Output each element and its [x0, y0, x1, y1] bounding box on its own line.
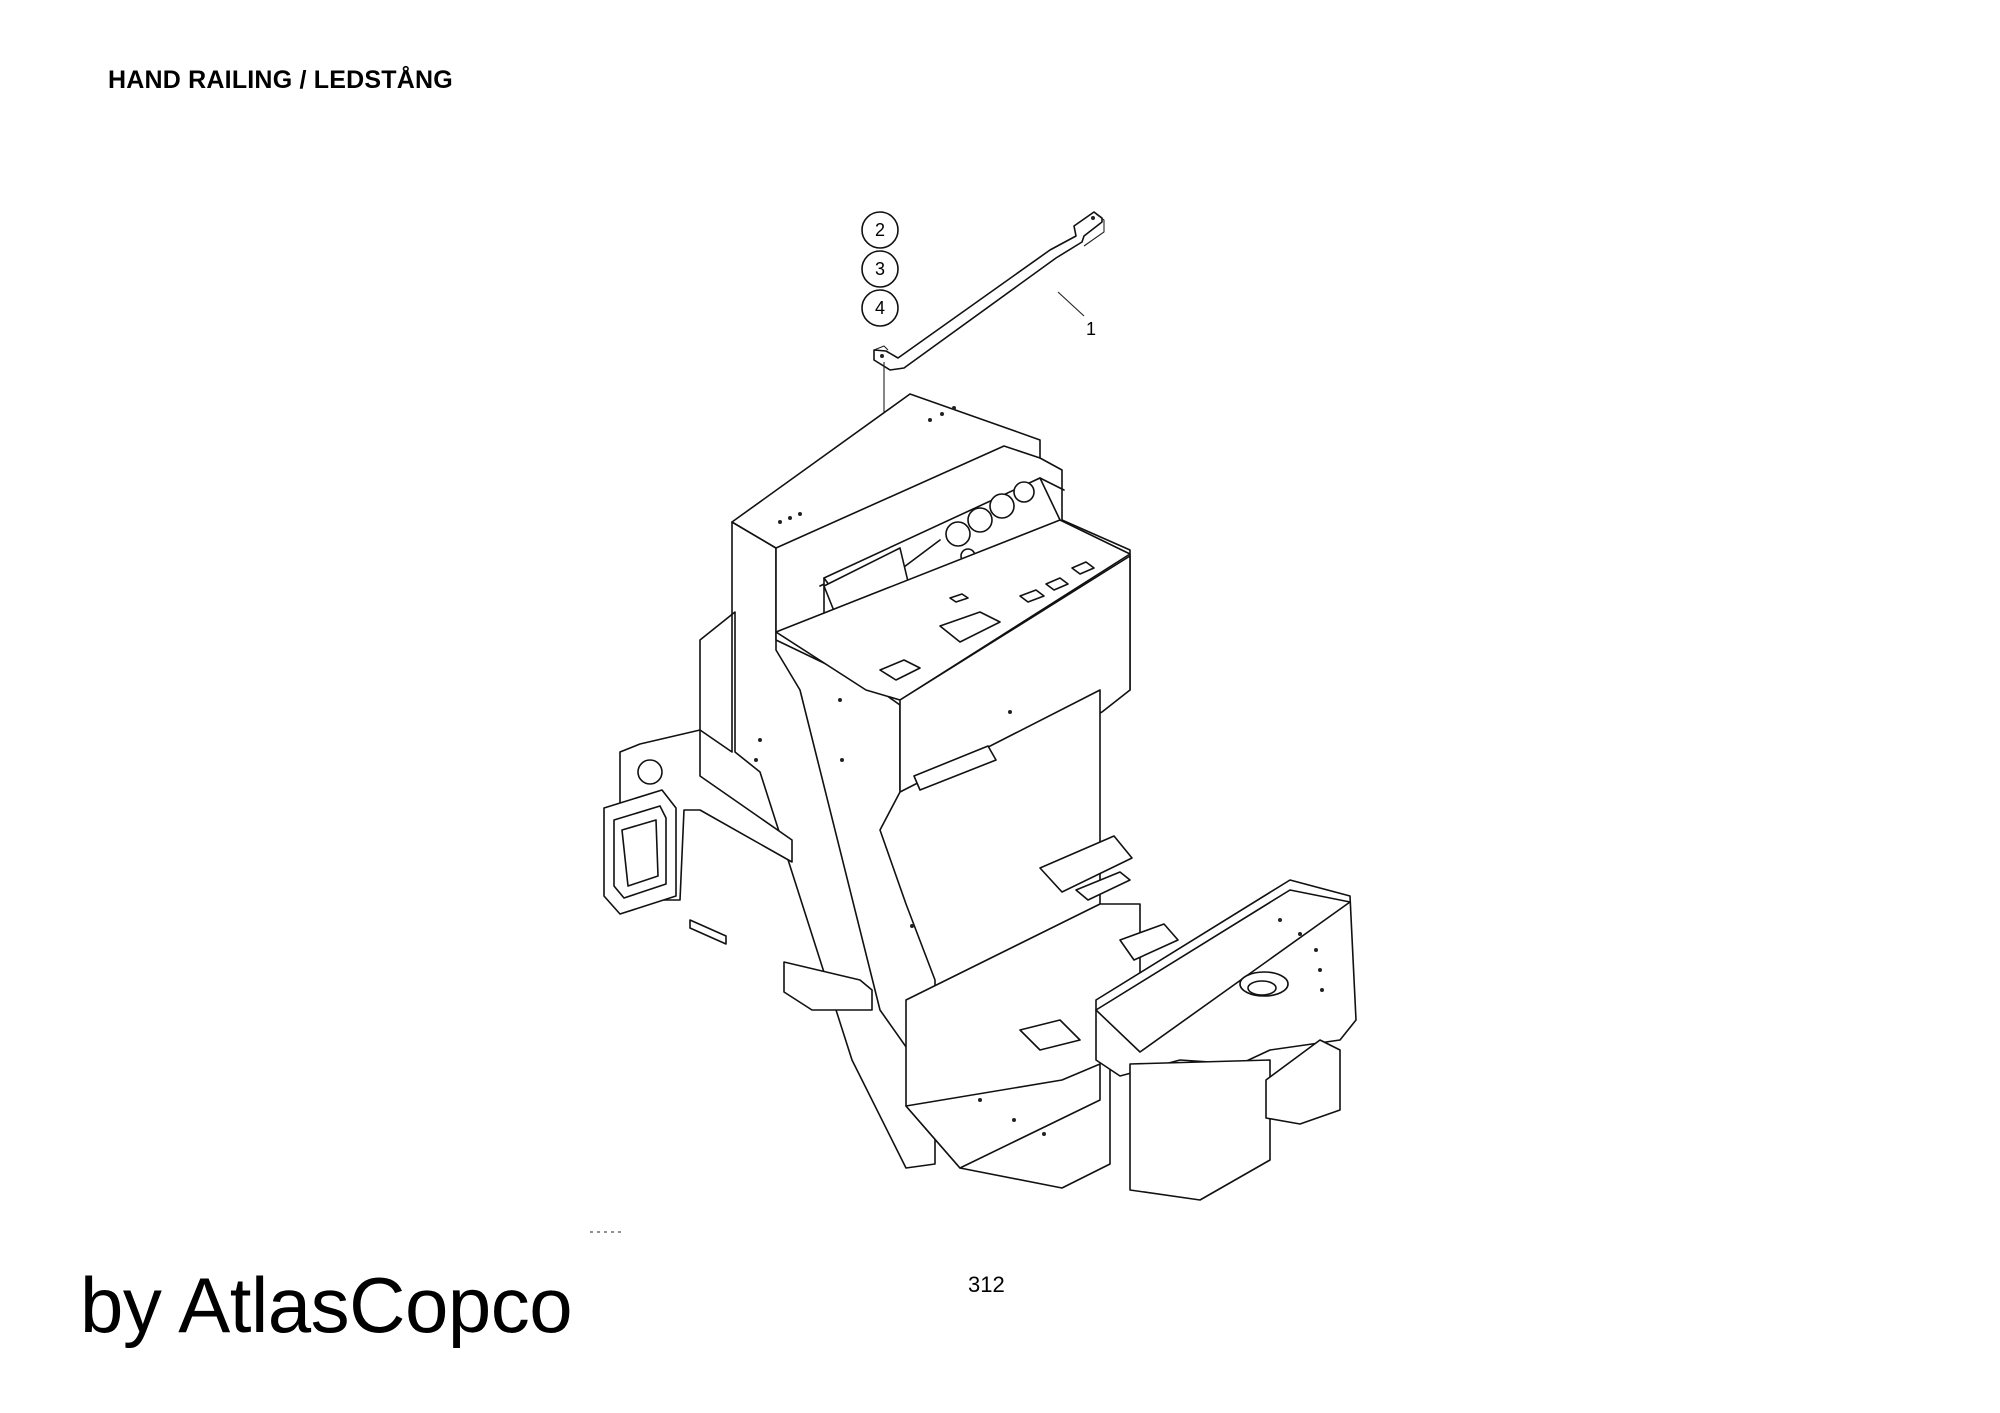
callout-balloon-4: 4: [861, 289, 899, 327]
page-title: HAND RAILING / LEDSTÅNG: [108, 66, 453, 94]
callout-balloon-2: 2: [861, 211, 899, 249]
machine-frame: [603, 393, 1357, 1201]
fastener-holes: [754, 406, 1324, 1136]
callout-1-label: 1: [1086, 319, 1096, 339]
callout-4-label: 4: [875, 298, 885, 318]
callout-2-label: 2: [875, 220, 885, 240]
publisher-credit: by AtlasCopco: [80, 1261, 573, 1349]
callout-balloon-3: 3: [861, 250, 899, 288]
callout-3-label: 3: [875, 259, 885, 279]
leader-line-1: [1057, 291, 1085, 317]
hand-railing-part: [873, 211, 1105, 371]
page-number: 312: [968, 1272, 1005, 1297]
